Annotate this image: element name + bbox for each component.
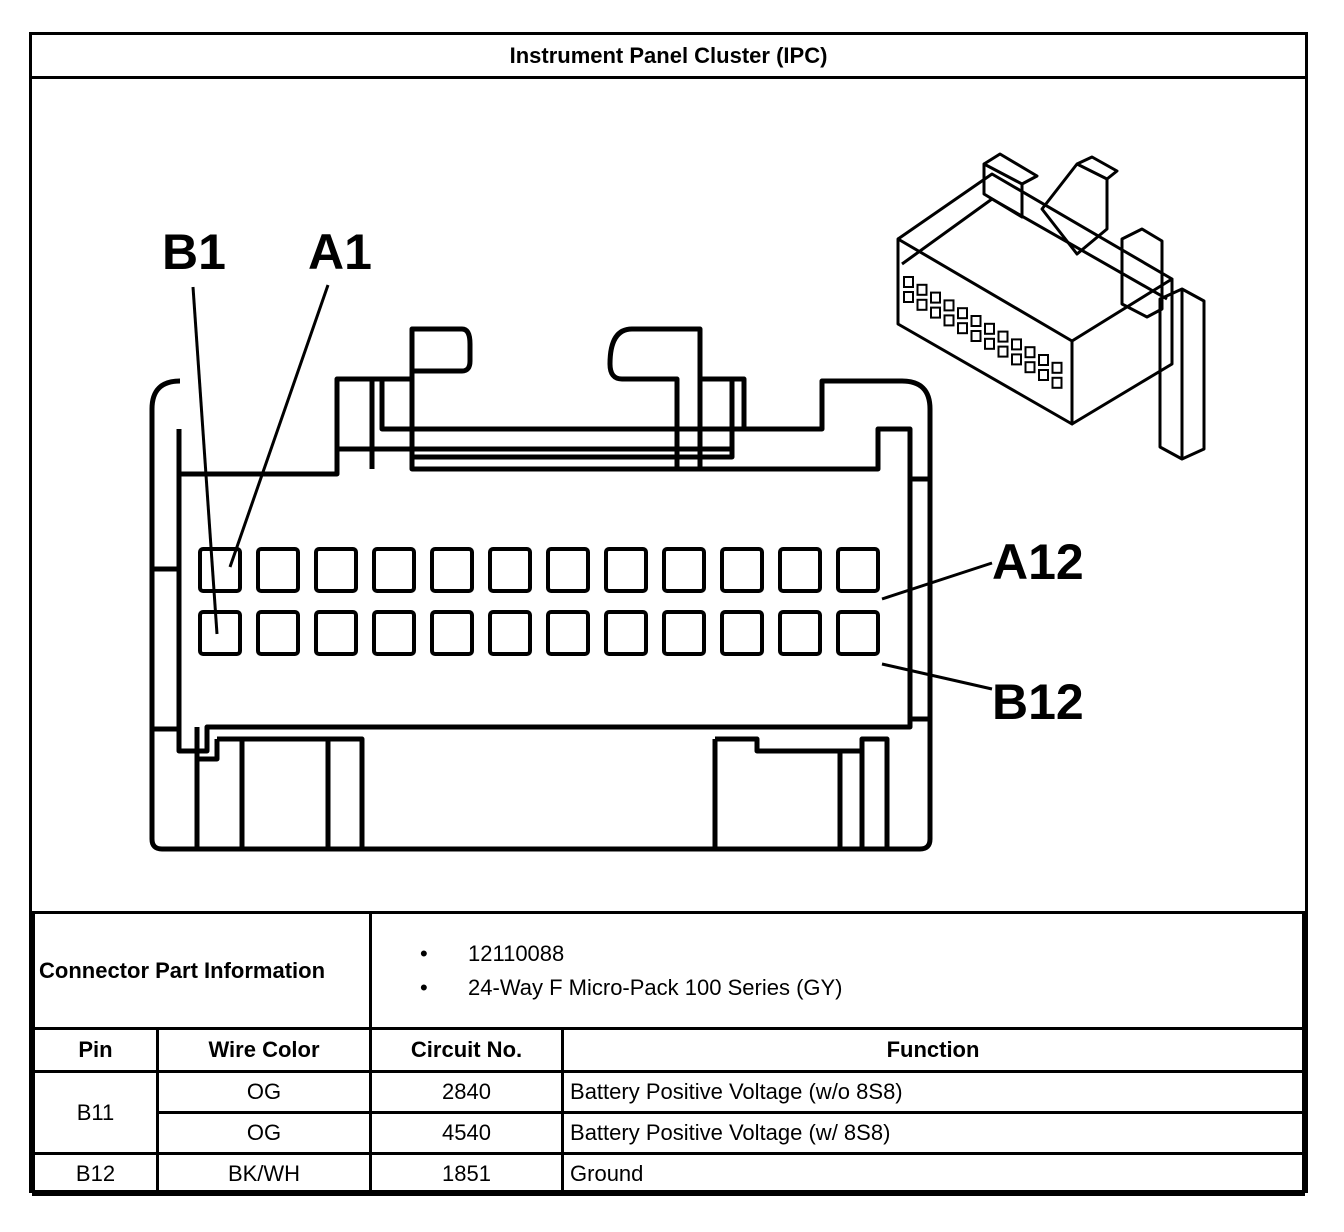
cell-wire: OG xyxy=(155,1070,373,1114)
cell-circuit: 1851 xyxy=(369,1152,565,1196)
iso-pin-cavity xyxy=(957,307,968,320)
cell-circuit: 4540 xyxy=(369,1111,565,1155)
bullet-icon: • xyxy=(420,940,428,966)
iso-pin-cavity xyxy=(943,314,955,327)
pin-cavity xyxy=(836,610,880,656)
cell-pin: B11 xyxy=(32,1070,159,1155)
iso-pin-cavity xyxy=(1051,376,1063,389)
pin-cavity xyxy=(604,547,648,593)
pinout-table: Connector Part Information •12110088 •24… xyxy=(31,911,1305,1196)
iso-pin-cavity xyxy=(1011,353,1022,366)
label-b12: B12 xyxy=(992,674,1084,730)
table-row: B11 OG 2840 Battery Positive Voltage (w/… xyxy=(32,1070,1305,1155)
pin-cavity xyxy=(778,610,822,656)
cell-wire: BK/WH xyxy=(155,1152,373,1196)
connector-face-drawing: B1 A1 A12 B12 xyxy=(149,152,1206,852)
housing-outline xyxy=(149,326,933,852)
connector-info-label: Connector Part Information xyxy=(31,911,373,1030)
inner-housing xyxy=(176,426,913,754)
pin-grid xyxy=(198,547,880,656)
connector-diagram: B1 A1 A12 B12 xyxy=(32,79,1305,913)
iso-pin-grid xyxy=(903,276,1063,389)
iso-pin-cavity xyxy=(1011,338,1022,351)
cell-circuit: 2840 xyxy=(369,1070,565,1114)
cell-function: Battery Positive Voltage (w/o 8S8) xyxy=(561,1070,1305,1114)
iso-pin-cavity xyxy=(970,315,982,327)
pin-cavity xyxy=(604,610,648,656)
iso-pin-cavity xyxy=(957,322,968,335)
label-a1: A1 xyxy=(308,224,372,280)
label-a12: A12 xyxy=(992,534,1084,590)
iso-pin-cavity xyxy=(930,306,941,319)
connector-info-item: •12110088 xyxy=(420,937,1296,971)
pin-cavity xyxy=(488,547,532,593)
connector-3d-illustration xyxy=(896,152,1206,461)
pin-cavity xyxy=(488,610,532,656)
a12-leader xyxy=(881,561,993,601)
iso-pin-cavity xyxy=(916,283,928,296)
iso-pin-cavity xyxy=(903,291,914,303)
pin-cavity xyxy=(256,610,300,656)
connector-info-row: Connector Part Information •12110088 •24… xyxy=(31,911,1305,1030)
header-function: Function xyxy=(561,1027,1305,1073)
iso-pin-cavity xyxy=(984,337,995,350)
pin-cavity xyxy=(546,610,590,656)
pin-cavity xyxy=(836,547,880,593)
cell-function: Ground xyxy=(561,1152,1305,1196)
b12-leader xyxy=(881,662,993,691)
iso-pin-cavity xyxy=(1038,354,1049,366)
left-foot xyxy=(194,727,365,849)
pin-cavity xyxy=(198,547,242,593)
b1-leader xyxy=(191,286,219,635)
header-wire-color: Wire Color xyxy=(155,1027,373,1073)
right-ledge xyxy=(910,476,930,722)
pin-cavity xyxy=(256,547,300,593)
pin-cavity xyxy=(198,610,242,656)
connector-frame: Instrument Panel Cluster (IPC) xyxy=(29,32,1308,1196)
iso-pin-cavity xyxy=(916,298,928,311)
pin-cavity xyxy=(372,610,416,656)
connector-info-list: •12110088 •24-Way F Micro-Pack 100 Serie… xyxy=(369,911,1305,1030)
right-foot xyxy=(712,736,890,849)
iso-pin-cavity xyxy=(970,330,982,342)
bullet-icon: • xyxy=(420,974,428,1000)
pin-cavity xyxy=(430,547,474,593)
iso-pin-cavity xyxy=(1051,361,1063,374)
cell-pin: B12 xyxy=(32,1152,159,1196)
pin-cavity xyxy=(662,547,706,593)
iso-pin-cavity xyxy=(1024,361,1036,374)
cell-wire: OG xyxy=(155,1111,373,1155)
iso-pin-cavity xyxy=(984,322,995,335)
pin-cavity xyxy=(662,610,706,656)
table-row: B12 BK/WH 1851 Ground xyxy=(32,1152,1305,1196)
cell-function: Battery Positive Voltage (w/ 8S8) xyxy=(561,1111,1305,1155)
pin-cavity xyxy=(314,547,358,593)
iso-pin-cavity xyxy=(930,291,941,304)
table-header-row: Pin Wire Color Circuit No. Function xyxy=(32,1027,1305,1073)
pin-cavity xyxy=(720,610,764,656)
page-title: Instrument Panel Cluster (IPC) xyxy=(32,35,1305,79)
pin-cavity xyxy=(778,547,822,593)
pin-cavity xyxy=(372,547,416,593)
pin-cavity xyxy=(720,547,764,593)
label-b1: B1 xyxy=(162,224,226,280)
header-pin: Pin xyxy=(32,1027,159,1073)
connector-info-item: •24-Way F Micro-Pack 100 Series (GY) xyxy=(420,971,1296,1005)
right-latch xyxy=(674,379,735,469)
pin-cavity xyxy=(546,547,590,593)
iso-pin-cavity xyxy=(1024,346,1036,359)
iso-pin-cavity xyxy=(903,276,914,288)
iso-pin-cavity xyxy=(1038,369,1049,381)
a1-leader xyxy=(228,284,330,568)
iso-pin-cavity xyxy=(997,345,1009,358)
left-ledge xyxy=(152,566,179,732)
iso-pin-cavity xyxy=(997,330,1009,343)
header-circuit: Circuit No. xyxy=(369,1027,565,1073)
iso-pin-cavity xyxy=(943,299,955,312)
table-row: OG 4540 Battery Positive Voltage (w/ 8S8… xyxy=(34,1111,1305,1155)
left-latch xyxy=(334,376,415,474)
pin-cavity xyxy=(314,610,358,656)
pin-cavity xyxy=(430,610,474,656)
